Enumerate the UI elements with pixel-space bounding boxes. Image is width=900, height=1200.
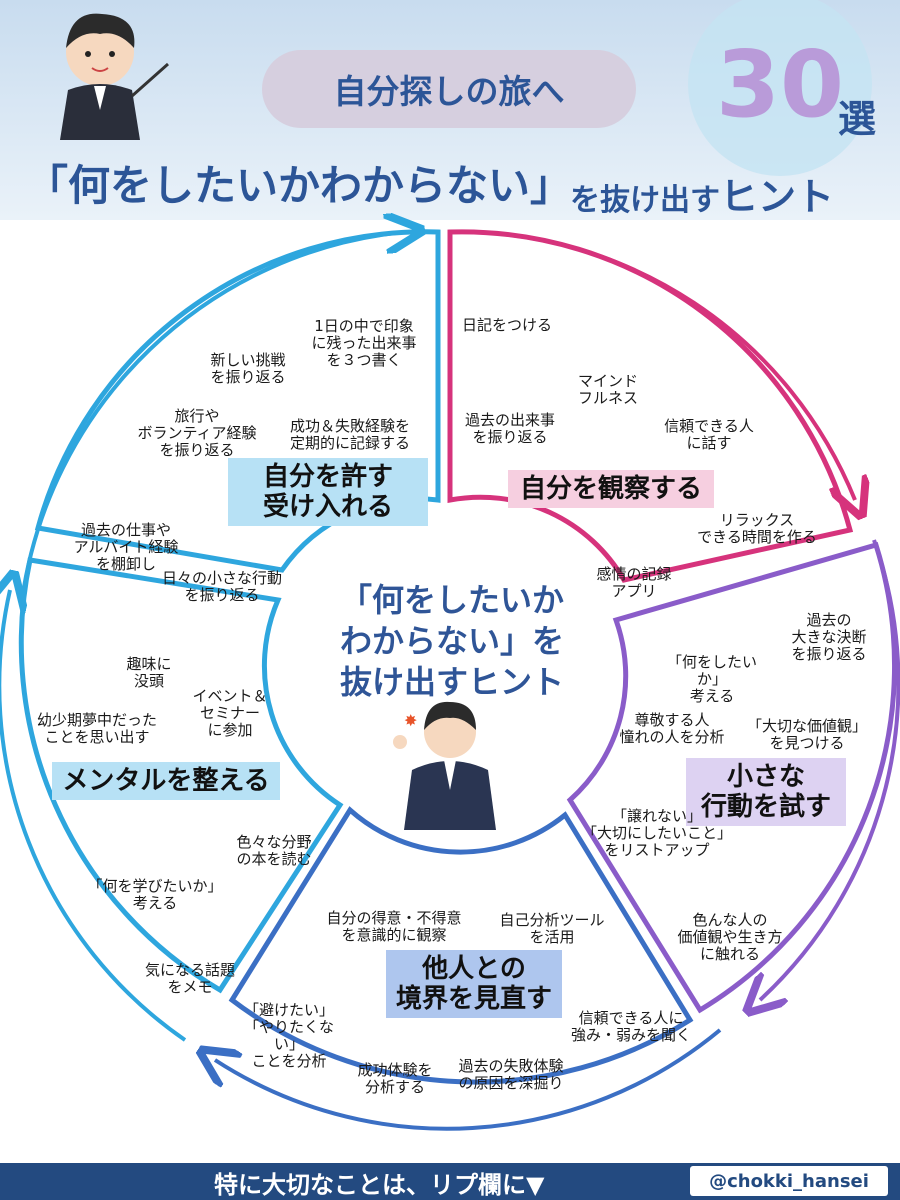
category-boundary: 他人との 境界を見直す	[386, 950, 562, 1018]
tip-label: 1日の中で印象 に残った出来事 を３つ書く	[311, 317, 417, 369]
category-accept: 自分を許す 受け入れる	[228, 458, 428, 526]
page-title: 「何をしたいかわからない」	[26, 161, 573, 210]
tip-label: 「何をしたいか」 考える	[666, 653, 757, 705]
tip-label: 「譲れない」 「大切にしたいこと」 をリストアップ	[582, 807, 733, 859]
category-mental: メンタルを整える	[52, 762, 280, 800]
count-suffix: 選	[838, 97, 877, 141]
tip-label: 旅行や ボランティア経験 を振り返る	[137, 407, 257, 459]
tip-label: 尊敬する人 憧れの人を分析	[619, 711, 725, 746]
arrow-blue-2	[0, 590, 187, 1042]
tip-label: 趣味に 没頭	[126, 655, 172, 690]
sector-act	[566, 541, 897, 1014]
tip-label: 色んな人の 価値観や生き方 に触れる	[677, 911, 783, 963]
center-title: 「何をしたいか わからない」を 抜け出すヒント	[339, 581, 564, 701]
page-subtitle: を抜け出すヒント	[570, 166, 834, 221]
subtitle-part-1: を抜け出す	[570, 183, 720, 218]
tip-label: 新しい挑戦 を振り返る	[210, 351, 286, 386]
tip-label: 日々の小さな行動 を振り返る	[161, 569, 282, 604]
tip-label: 日記をつける	[461, 316, 552, 334]
account-handle[interactable]: @chokki_hansei	[690, 1166, 888, 1196]
tip-label: 色々な分野 の本を読む	[236, 833, 312, 868]
tip-label: イベント＆ セミナー に参加	[192, 687, 268, 739]
tip-label: 「避けたい」 「やりたくない」 ことを分析	[243, 1001, 334, 1070]
sector-boundary	[228, 806, 694, 1085]
teacher-illustration	[60, 13, 169, 140]
tip-label: 信頼できる人に 強み・弱みを聞く	[570, 1009, 691, 1044]
tip-label: 成功＆失敗経験を 定期的に記録する	[289, 417, 410, 452]
tip-label: 過去の失敗体験 の原因を深掘り	[458, 1057, 564, 1092]
tip-label: 過去の出来事 を振り返る	[464, 411, 555, 446]
tip-label: 自己分析ツール を活用	[499, 911, 605, 946]
tip-label: 過去の仕事や アルバイト経験 を棚卸し	[73, 521, 179, 573]
subtitle-part-2: ヒント	[720, 175, 835, 219]
tip-label: 自分の得意・不得意 を意識的に観察	[326, 909, 462, 944]
sector-mental	[18, 557, 344, 994]
svg-text:✸: ✸	[404, 711, 417, 730]
count-number: 30	[715, 30, 845, 138]
tip-label: 気になる話題 をメモ	[144, 961, 235, 996]
category-observe: 自分を観察する	[508, 470, 714, 508]
presenter-illustration: ✸	[393, 701, 496, 830]
tip-label: 信頼できる人 に話す	[664, 417, 754, 452]
tip-label: マインド フルネス	[577, 372, 638, 407]
tip-label: 幼少期夢中だった ことを思い出す	[36, 711, 157, 746]
tip-label: 過去の 大きな決断 を振り返る	[791, 611, 867, 663]
tip-label: 感情の記録 アプリ	[596, 565, 672, 600]
footer-text: 特に大切なことは、リプ欄に▼	[214, 1171, 545, 1199]
tip-label: 「何を学びたいか」 考える	[87, 877, 223, 912]
tip-label: リラックス できる時間を作る	[697, 511, 817, 546]
tip-label: 「大切な価値観」 を見つける	[746, 717, 867, 752]
header-pill: 自分探しの旅へ	[262, 50, 636, 128]
tip-label: 成功体験を 分析する	[357, 1061, 433, 1096]
category-act: 小さな 行動を試す	[686, 758, 846, 826]
arrow-navy	[215, 1028, 722, 1131]
